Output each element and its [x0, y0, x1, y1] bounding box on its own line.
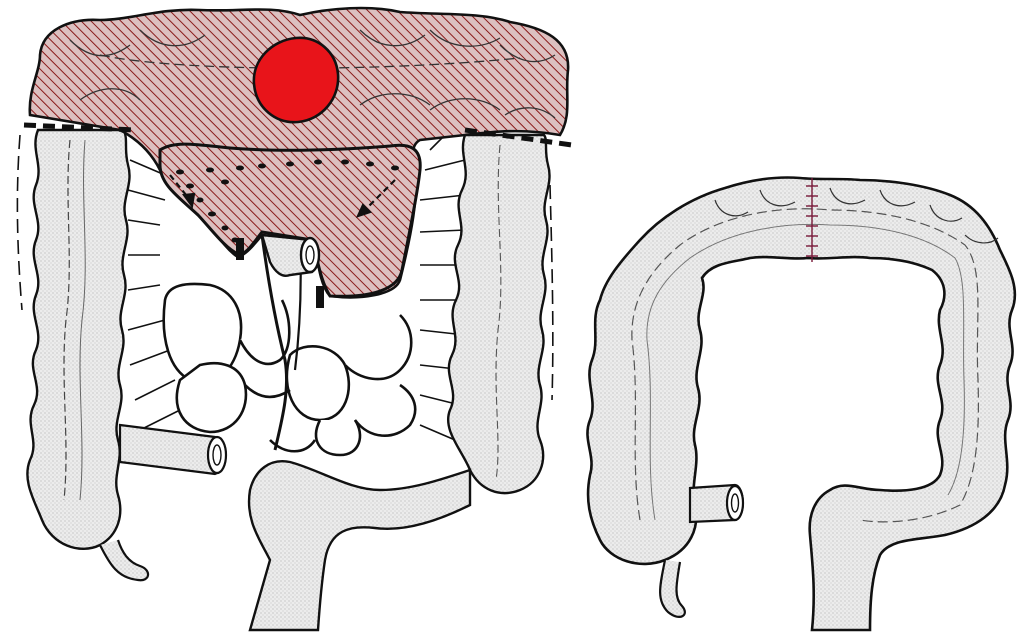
sigmoid-colon [249, 461, 470, 630]
appendix-reconstructed [660, 560, 685, 617]
panel-before-resection [17, 8, 572, 630]
panel-after-anastomosis [587, 177, 1014, 630]
ileum-lumen-inner [213, 445, 221, 465]
appendix [100, 540, 148, 580]
jejunum-lumen-inner [306, 246, 314, 264]
ileum-lumen-reconstructed-inner [732, 494, 739, 512]
reconstructed-colon [587, 177, 1014, 630]
tumor-mass-icon [254, 38, 338, 122]
ascending-colon [27, 130, 129, 549]
descending-colon [448, 135, 549, 493]
